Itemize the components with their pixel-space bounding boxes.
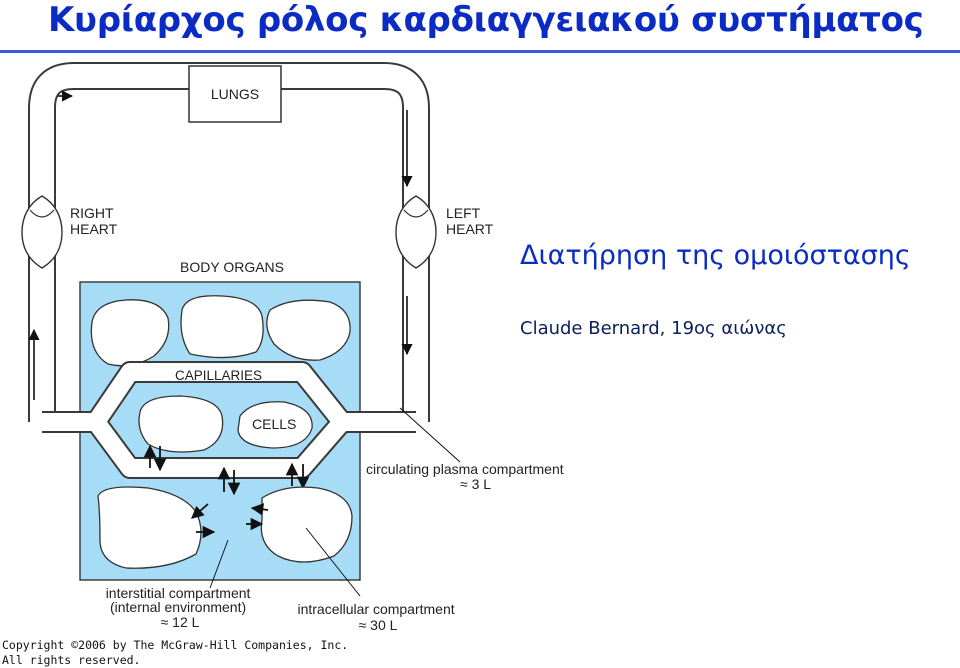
copyright-notice: Copyright ©2006 by The McGraw-Hill Compa…: [2, 638, 348, 668]
exchange-arrow: [191, 503, 209, 519]
cell-blob: [260, 486, 353, 563]
exchange-arrow: [250, 503, 269, 516]
cell-blob: [97, 486, 202, 569]
right-heart-shape: [21, 195, 63, 269]
cells-label: CELLS: [252, 416, 296, 432]
capillaries-label: CAPILLARIES: [175, 368, 262, 383]
left-heart-shape: [395, 195, 437, 269]
lungs-label: LUNGS: [211, 86, 259, 102]
cells-blob: [237, 401, 313, 449]
slide-title: Κυρίαρχος ρόλος καρδιαγγειακού συστήματο…: [48, 0, 924, 40]
left-heart-label: LEFT HEART: [446, 205, 494, 237]
intracellular-leader: [305, 527, 361, 597]
intracellular-label: intracellular compartment ≈ 30 L: [297, 601, 458, 633]
attribution-note: Claude Bernard, 19ος αιώνας: [520, 318, 787, 339]
cell-blob: [266, 299, 351, 361]
subtitle: Διατήρηση της ομοιόστασης: [520, 240, 911, 271]
interstitial-label: interstitial compartment (internal envir…: [106, 585, 255, 630]
rights-line: All rights reserved.: [2, 653, 141, 667]
cell-blob: [90, 299, 170, 367]
copyright-line: Copyright ©2006 by The McGraw-Hill Compa…: [2, 638, 349, 652]
right-heart-label: RIGHT HEART: [70, 205, 118, 237]
cell-blob: [180, 295, 264, 359]
title-underline: [0, 50, 960, 53]
body-organs-label: BODY ORGANS: [180, 259, 284, 275]
plasma-label: circulating plasma compartment ≈ 3 L: [366, 461, 568, 492]
plasma-leader: [399, 407, 461, 463]
interstitial-leader: [209, 539, 229, 589]
lungs-box: [188, 65, 282, 123]
cell-blob: [138, 395, 224, 453]
